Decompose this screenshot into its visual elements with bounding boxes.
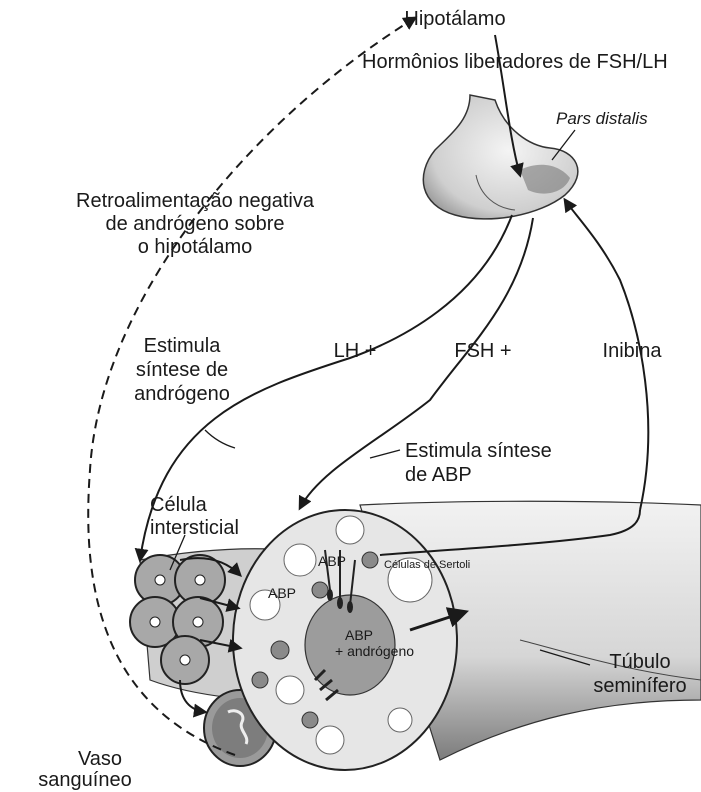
stimulates-abp-line2: de ABP bbox=[405, 464, 472, 486]
abp-androgen-line2: + andrógeno bbox=[335, 643, 414, 659]
feedback-label-line2: de andrógeno sobre bbox=[105, 213, 284, 235]
releasing-hormones-label: Hormônios liberadores de FSH/LH bbox=[362, 51, 668, 73]
stimulates-androgen-line2: síntese de bbox=[136, 359, 228, 381]
abp-androgen-line1: ABP bbox=[345, 627, 373, 643]
stimulates-androgen-line1: Estimula bbox=[144, 335, 222, 357]
fsh-label: FSH + bbox=[454, 340, 511, 362]
stimulus-andro-leader bbox=[205, 430, 235, 448]
abp-label-2: ABP bbox=[268, 585, 296, 601]
feedback-label-line3: o hipotálamo bbox=[138, 236, 253, 258]
stimulus-abp-leader bbox=[370, 450, 400, 458]
blood-vessel-line1: Vaso bbox=[78, 748, 122, 770]
inhibin-label: Inibina bbox=[603, 340, 663, 362]
lh-label: LH + bbox=[334, 340, 377, 362]
tubule-label-line2: seminífero bbox=[593, 675, 686, 697]
feedback-label-line1: Retroalimentação negativa bbox=[76, 190, 315, 212]
abp-label-1: ABP bbox=[318, 553, 346, 569]
interstitial-cell-line2: intersticial bbox=[150, 517, 239, 539]
blood-vessel-line2: sanguíneo bbox=[38, 769, 131, 791]
stimulates-androgen-line3: andrógeno bbox=[134, 383, 230, 405]
interstitial-cell-line1: Célula bbox=[150, 494, 208, 516]
pars-distalis-label: Pars distalis bbox=[556, 109, 648, 128]
stimulates-abp-line1: Estimula síntese bbox=[405, 440, 552, 462]
tubule-label-line1: Túbulo bbox=[609, 651, 670, 673]
hypothalamus-label: Hipotálamo bbox=[404, 8, 505, 30]
sertoli-cells-label: Células de Sertoli bbox=[384, 559, 470, 571]
